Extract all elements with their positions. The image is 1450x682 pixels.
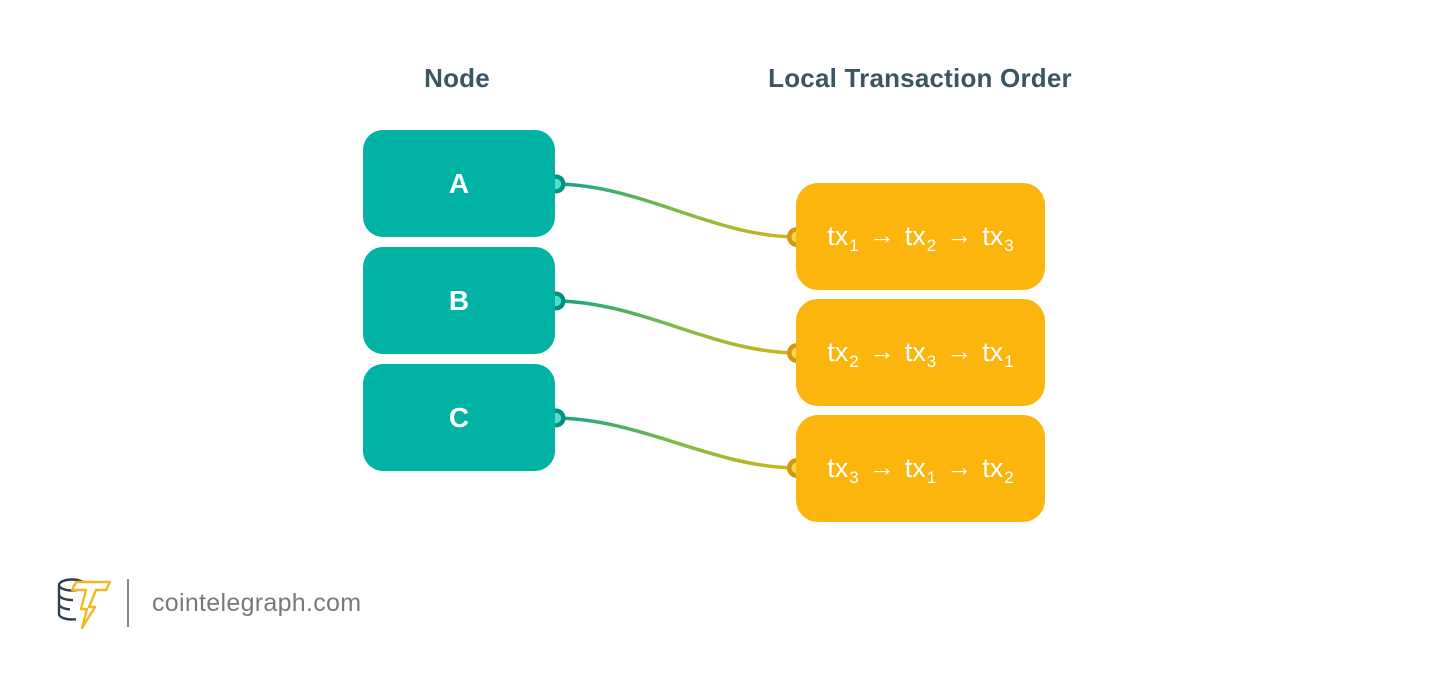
column-header-transaction-order: Local Transaction Order [768, 63, 1072, 93]
tx-term: tx2 [827, 337, 859, 371]
tx-term: tx3 [982, 221, 1014, 255]
arrow-glyph: → [868, 220, 895, 250]
tx-term: tx3 [904, 337, 937, 371]
order-box-1: tx1 → tx2 → tx3 [796, 183, 1045, 290]
node-label-c: C [448, 401, 470, 433]
column-header-node: Node [424, 63, 490, 93]
node-label-b: B [448, 284, 470, 316]
node-box-c: C [363, 364, 555, 471]
footer-brand: cointelegraph.com [56, 574, 361, 632]
connector-c-curve [554, 416, 798, 470]
coin-stack-lightning-icon [57, 578, 112, 630]
order-box-3: tx3 → tx1 → tx2 [796, 415, 1045, 522]
tx-term: tx2 [982, 453, 1014, 487]
arrow-glyph: → [946, 336, 973, 366]
arrow-glyph: → [946, 220, 973, 250]
arrow-glyph: → [868, 452, 895, 482]
tx-term: tx1 [904, 453, 937, 487]
tx-term: tx2 [904, 221, 937, 255]
tx-term: tx1 [982, 337, 1014, 371]
tx-term: tx1 [827, 221, 859, 255]
arrow-glyph: → [868, 336, 895, 366]
arrow-glyph: → [946, 452, 973, 482]
node-label-a: A [448, 167, 470, 199]
footer-divider [127, 579, 129, 627]
tx-term: tx3 [827, 453, 859, 487]
node-box-b: B [363, 247, 555, 354]
order-box-2: tx2 → tx3 → tx1 [796, 299, 1045, 406]
footer-site-text: cointelegraph.com [152, 588, 362, 617]
connector-b-curve [554, 299, 798, 355]
connector-a-curve [554, 182, 798, 239]
node-box-a: A [363, 130, 555, 237]
